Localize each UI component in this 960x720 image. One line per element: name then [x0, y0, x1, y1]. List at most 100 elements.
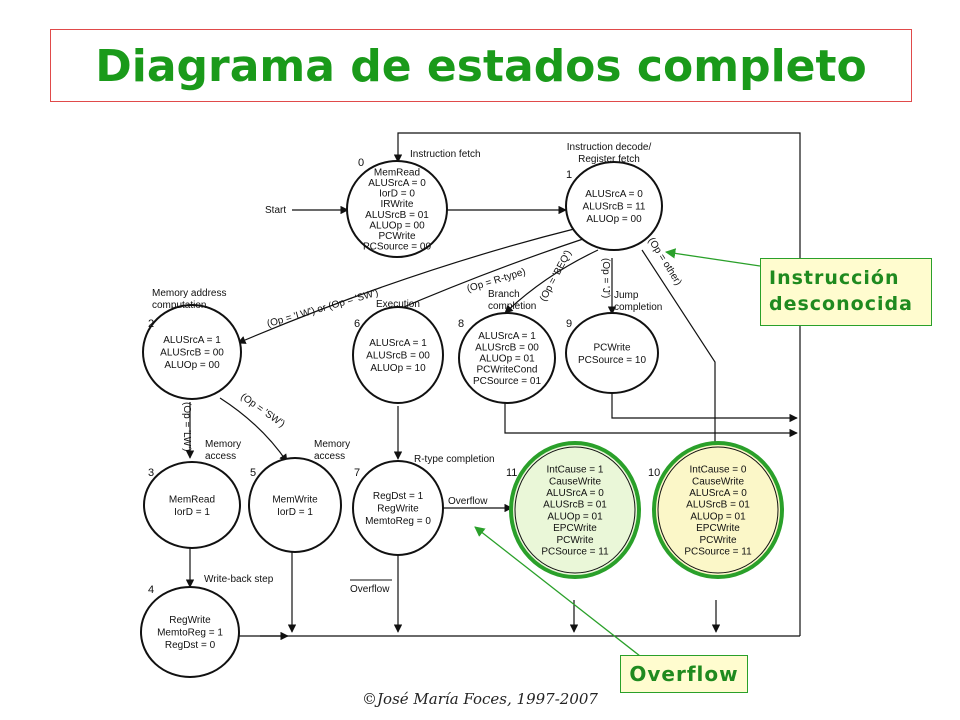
state-8-number: 8 — [458, 318, 464, 330]
state-10-number: 10 — [648, 467, 660, 479]
state-1-caption: Register fetch — [578, 154, 640, 165]
state-7-action: MemtoReg = 0 — [365, 516, 431, 527]
edge-8-return — [504, 403, 798, 438]
state-10-action: PCWrite — [699, 535, 736, 546]
state-6-caption: Execution — [376, 299, 420, 310]
state-6-action: ALUOp = 10 — [370, 363, 426, 374]
copyright-note: ©José María Foces, 1997-2007 — [362, 690, 598, 708]
edge-1-6 — [391, 237, 587, 313]
state-10-action: PCSource = 11 — [684, 546, 752, 557]
state-3-action: IorD = 1 — [174, 507, 210, 518]
state-8-caption: completion — [488, 301, 536, 312]
state-0-action: IorD = 0 — [379, 189, 415, 200]
edge-1-8 — [504, 249, 599, 314]
state-5-caption: access — [314, 451, 345, 462]
state-2-action: ALUSrcA = 1 — [163, 335, 221, 346]
state-8-action: ALUSrcB = 00 — [475, 342, 539, 353]
state-10-action: ALUSrcB = 01 — [686, 500, 750, 511]
transition-lines — [185, 132, 801, 641]
state-4-circle — [140, 586, 240, 678]
state-3-number: 3 — [148, 467, 154, 479]
state-11-action: PCSource = 11 — [541, 546, 609, 557]
state-0-caption: Instruction fetch — [410, 149, 481, 160]
label-jump: (Op = 'J') — [600, 258, 611, 298]
state-0-circle — [346, 160, 448, 258]
state-10-action: EPCWrite — [696, 523, 740, 534]
state-3-caption: access — [205, 451, 236, 462]
state-5-caption: Memory — [314, 439, 350, 450]
state-11-number: 11 — [506, 467, 517, 479]
state-3-circle — [143, 461, 241, 549]
state-11-circle — [514, 446, 636, 574]
state-8-action: ALUSrcA = 1 — [478, 331, 536, 342]
state-9-number: 9 — [566, 318, 572, 330]
state-0-action: ALUSrcA = 0 — [368, 178, 426, 189]
state-0-action: PCSource = 00 — [363, 242, 432, 253]
state-11-action: PCWrite — [556, 535, 593, 546]
state-11-action: ALUSrcB = 01 — [543, 500, 607, 511]
state-8-action: PCWriteCond — [477, 365, 538, 376]
state-9-action: PCSource = 10 — [578, 355, 647, 366]
callout-unknown-line-2: desconocida — [769, 293, 913, 315]
state-10-action: ALUOp = 01 — [690, 511, 746, 522]
state-7-caption: R-type completion — [414, 454, 495, 465]
return-loop — [393, 132, 801, 636]
label-start: Start — [265, 205, 286, 216]
state-2-caption: Memory address — [152, 288, 226, 299]
state-11-action: ALUSrcA = 0 — [546, 488, 604, 499]
state-9-caption: Jump — [614, 290, 639, 301]
edge-1-2 — [237, 227, 579, 344]
title-box: Diagrama de estados completo — [50, 29, 912, 102]
state-11-highlight-ring — [509, 441, 641, 579]
state-11-action: IntCause = 1 — [547, 465, 604, 476]
state-1-number: 1 — [566, 169, 572, 181]
state-4-action: RegWrite — [169, 615, 211, 626]
state-4-number: 4 — [148, 584, 154, 596]
state-4-action: MemtoReg = 1 — [157, 628, 223, 639]
pointer-unknown — [664, 248, 761, 267]
state-8-caption: Branch — [488, 289, 520, 300]
state-5-number: 5 — [250, 467, 256, 479]
state-10-action: ALUSrcA = 0 — [689, 488, 747, 499]
state-0-action: ALUOp = 00 — [369, 220, 425, 231]
pointer-overflow — [474, 526, 641, 657]
label-overflow: Overflow — [448, 496, 488, 507]
state-11-action: ALUOp = 01 — [547, 511, 603, 522]
state-2-action: ALUOp = 00 — [164, 360, 220, 371]
state-6-action: ALUSrcB = 00 — [366, 351, 430, 362]
state-1-action: ALUSrcB = 11 — [583, 202, 646, 213]
state-1-action: ALUSrcA = 0 — [585, 189, 643, 200]
callout-overflow: Overflow — [620, 655, 748, 693]
state-5-circle — [248, 457, 342, 553]
state-0-action: PCWrite — [378, 231, 415, 242]
state-11-action: CauseWrite — [549, 476, 601, 487]
state-10-action: IntCause = 0 — [690, 465, 747, 476]
label-lw: (Op = 'LW') — [181, 402, 192, 451]
state-10-circle — [657, 446, 779, 574]
label-not-overflow: Overflow — [350, 584, 390, 595]
state-0-action: ALUSrcB = 01 — [365, 210, 429, 221]
state-9-circle — [565, 312, 659, 394]
callout-unknown-line-1: Instrucción — [769, 267, 900, 289]
state-0-number: 0 — [358, 157, 364, 169]
state-8-action: PCSource = 01 — [473, 376, 542, 387]
edge-1-other — [641, 249, 720, 456]
state-1-action: ALUOp = 00 — [586, 214, 642, 225]
state-3-action: MemRead — [169, 494, 215, 505]
state-7-action: RegWrite — [377, 504, 419, 515]
state-0-action: IRWrite — [381, 199, 414, 210]
state-7-number: 7 — [354, 467, 360, 479]
label-sw: (Op = 'SW') — [238, 391, 286, 429]
label-lw-sw: (Op = 'LW') or (Op = 'SW') — [266, 288, 380, 330]
state-7-action: RegDst = 1 — [373, 491, 424, 502]
state-6-number: 6 — [354, 318, 360, 330]
state-6-action: ALUSrcA = 1 — [369, 338, 427, 349]
state-8-action: ALUOp = 01 — [479, 354, 535, 365]
